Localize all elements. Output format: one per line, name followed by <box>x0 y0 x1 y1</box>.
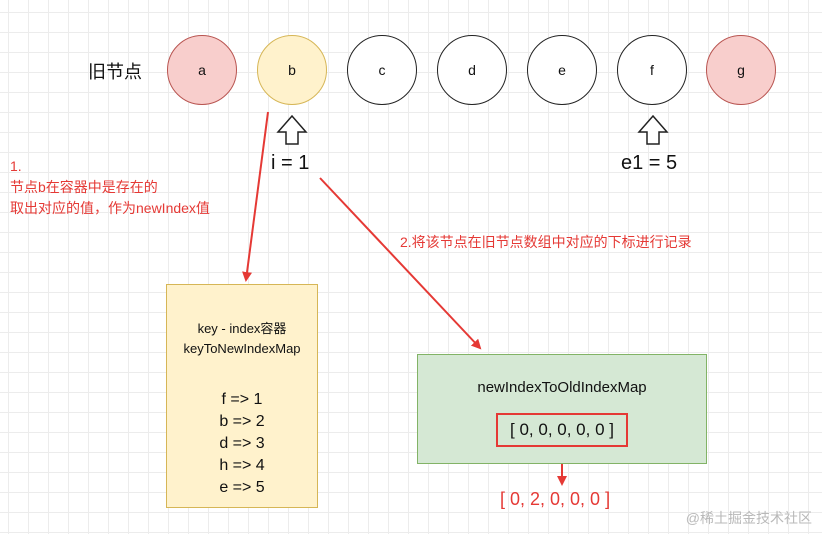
map-entry: h => 4 <box>219 457 265 474</box>
new-index-to-old-index-map-box: newIndexToOldIndexMap [ 0, 0, 0, 0, 0 ] <box>417 354 707 464</box>
map-entry: b => 2 <box>219 413 265 430</box>
array-title: newIndexToOldIndexMap <box>477 379 647 396</box>
node-label: a <box>198 62 206 78</box>
result-array: [ 0, 2, 0, 0, 0 ] <box>500 489 611 509</box>
node-b: b <box>257 35 327 105</box>
note-step-2: 2.将该节点在旧节点数组中对应的下标进行记录 <box>400 234 692 250</box>
map-title-line: keyToNewIndexMap <box>183 341 301 356</box>
map-title: key - index容器 keyToNewIndexMap <box>167 319 317 359</box>
map-entry: e => 5 <box>219 479 265 496</box>
node-f: f <box>617 35 687 105</box>
key-to-new-index-map-box: key - index容器 keyToNewIndexMap f => 1 b … <box>166 284 318 508</box>
map-entry: d => 3 <box>219 435 265 452</box>
map-entries: f => 1 b => 2 d => 3 h => 4 e => 5 <box>167 389 317 499</box>
pointer-i-up-arrow-icon <box>276 114 308 145</box>
arrow-b-to-array <box>319 177 482 350</box>
note-line: 取出对应的值，作为newIndex值 <box>10 200 210 216</box>
old-nodes-label: 旧节点 <box>88 62 142 82</box>
pointer-e1-label: e1 = 5 <box>621 152 678 174</box>
pointer-e1-up-arrow-icon <box>637 114 669 145</box>
node-a: a <box>167 35 237 105</box>
pointer-i-label: i = 1 <box>271 152 310 174</box>
map-entry: f => 1 <box>221 391 263 408</box>
node-label: e <box>558 62 566 78</box>
map-title-line: key - index容器 <box>197 321 287 336</box>
node-label: b <box>288 62 296 78</box>
array-values: [ 0, 0, 0, 0, 0 ] <box>496 413 628 447</box>
arrow-b-to-map <box>242 111 269 282</box>
node-label: f <box>650 62 654 78</box>
note-step-1: 1. 节点b在容器中是存在的 取出对应的值，作为newIndex值 <box>10 156 210 219</box>
node-label: d <box>468 62 476 78</box>
node-label: c <box>378 62 386 78</box>
note-line: 节点b在容器中是存在的 <box>10 179 158 195</box>
node-label: g <box>737 62 745 78</box>
node-e: e <box>527 35 597 105</box>
node-g: g <box>706 35 776 105</box>
note-line: 1. <box>10 158 22 174</box>
watermark: @稀土掘金技术社区 <box>685 510 812 526</box>
node-d: d <box>437 35 507 105</box>
node-c: c <box>347 35 417 105</box>
